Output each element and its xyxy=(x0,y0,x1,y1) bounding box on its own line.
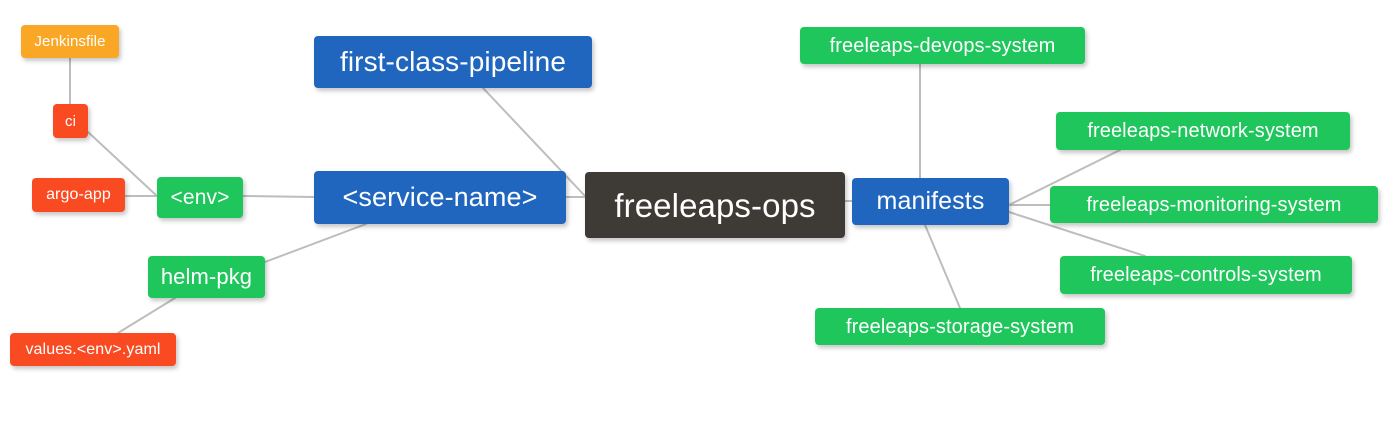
mindmap-node-label-env: <env> xyxy=(170,186,230,209)
mindmap-node-first-class-pipeline[interactable]: first-class-pipeline xyxy=(314,36,592,88)
mindmap-node-label-freeleaps-network-system: freeleaps-network-system xyxy=(1087,120,1319,142)
mindmap-node-helm-pkg[interactable]: helm-pkg xyxy=(148,256,265,298)
mindmap-node-label-ci: ci xyxy=(64,112,77,130)
mindmap-node-ci[interactable]: ci xyxy=(53,104,88,138)
mindmap-edge-service-name-to-helm-pkg xyxy=(264,223,367,263)
mindmap-node-values-env-yaml[interactable]: values.<env>.yaml xyxy=(10,333,176,366)
mindmap-node-label-freeleaps-storage-system: freeleaps-storage-system xyxy=(845,315,1075,338)
mindmap-node-label-service-name: <service-name> xyxy=(342,182,538,212)
mindmap-node-label-freeleaps-ops: freeleaps-ops xyxy=(614,186,816,224)
mindmap-node-argo-app[interactable]: argo-app xyxy=(32,178,125,212)
mindmap-node-freeleaps-monitoring-system[interactable]: freeleaps-monitoring-system xyxy=(1050,186,1378,223)
mindmap-node-env[interactable]: <env> xyxy=(157,177,243,218)
mindmap-node-freeleaps-controls-system[interactable]: freeleaps-controls-system xyxy=(1060,256,1352,294)
mindmap-node-service-name[interactable]: <service-name> xyxy=(314,171,566,224)
mindmap-node-label-first-class-pipeline: first-class-pipeline xyxy=(339,46,567,77)
mindmap-node-label-freeleaps-devops-system: freeleaps-devops-system xyxy=(829,34,1056,57)
mindmap-node-freeleaps-devops-system[interactable]: freeleaps-devops-system xyxy=(800,27,1085,64)
mindmap-node-label-helm-pkg: helm-pkg xyxy=(160,264,253,289)
mindmap-node-label-argo-app: argo-app xyxy=(46,186,111,203)
mindmap-node-manifests[interactable]: manifests xyxy=(852,178,1009,225)
mindmap-node-jenkinsfile[interactable]: Jenkinsfile xyxy=(21,25,119,58)
mindmap-node-freeleaps-network-system[interactable]: freeleaps-network-system xyxy=(1056,112,1350,150)
mindmap-node-freeleaps-storage-system[interactable]: freeleaps-storage-system xyxy=(815,308,1105,345)
mindmap-node-label-jenkinsfile: Jenkinsfile xyxy=(34,33,106,50)
mindmap-edge-manifests-to-freeleaps-storage-system xyxy=(924,224,961,309)
mindmap-node-label-freeleaps-controls-system: freeleaps-controls-system xyxy=(1090,264,1322,286)
mindmap-node-label-freeleaps-monitoring-system: freeleaps-monitoring-system xyxy=(1086,193,1342,216)
mindmap-node-label-values-env-yaml: values.<env>.yaml xyxy=(25,340,161,358)
mindmap-edge-helm-pkg-to-values-env-yaml xyxy=(117,297,176,334)
mindmap-edge-env-to-service-name xyxy=(242,195,315,198)
mindmap-node-label-manifests: manifests xyxy=(876,187,985,215)
mindmap-node-freeleaps-ops[interactable]: freeleaps-ops xyxy=(585,172,845,238)
